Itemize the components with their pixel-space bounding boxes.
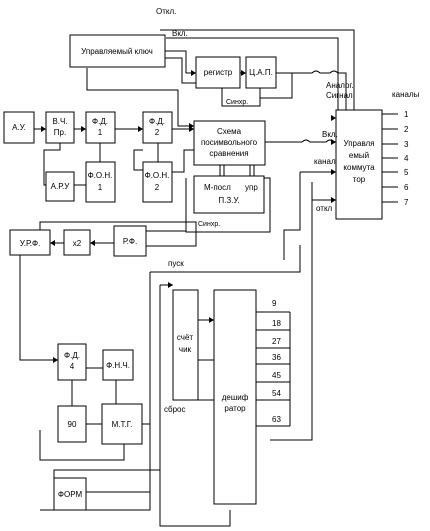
agc-block: А.Р.У (45, 171, 75, 202)
svg-text:2: 2 (155, 128, 160, 137)
label-otkl-bottom: откл (316, 204, 333, 213)
svg-text:Ф.О.Н.: Ф.О.Н. (145, 171, 170, 180)
arrowheads (41, 70, 336, 363)
svg-text:У.Р.Ф.: У.Р.Ф. (20, 239, 41, 248)
svg-text:ФОРМ: ФОРМ (58, 490, 83, 499)
svg-text:П.З.У.: П.З.У. (218, 196, 239, 205)
controlled-switch-block: Управля емый коммута тор (335, 109, 383, 220)
svg-text:Ф.Д.: Ф.Д. (92, 117, 108, 126)
label-pusk: пуск (168, 259, 184, 268)
svg-text:Схема: Схема (217, 127, 242, 136)
svg-text:Ф.Д.: Ф.Д. (149, 117, 165, 126)
channel-number: 2 (404, 125, 409, 134)
decoder-output-numbers: 9 18 27 36 45 54 63 (272, 299, 281, 424)
dac-block: Ц.А.П. (245, 56, 277, 89)
au-block: А.У. (3, 111, 35, 144)
former-block: ФОРМ (53, 477, 87, 511)
register-block: регистр (195, 56, 241, 89)
svg-text:емый: емый (349, 151, 369, 160)
label-otkl-top: Откл. (156, 7, 176, 16)
channel-number: 1 (404, 110, 409, 119)
svg-text:4: 4 (70, 362, 75, 371)
svg-text:упр: упр (245, 183, 258, 192)
label-channels: каналы (392, 90, 420, 99)
svg-text:90: 90 (68, 420, 77, 429)
phase-shift-90-block: 90 (57, 405, 87, 443)
label-analog: Аналог. (326, 81, 354, 90)
label-channel: канал (314, 157, 336, 166)
label-vkl-top: Вкл. (172, 29, 188, 38)
svg-text:сравнения: сравнения (209, 149, 248, 158)
label-sinhr-1: Синхр. (226, 99, 248, 106)
m-sequence-rom-block: М-посл упр П.З.У. (193, 175, 265, 214)
decoder-output: 27 (272, 337, 281, 346)
symbol-comparison-scheme-block: Схема посимвольного сравнения (193, 120, 266, 166)
svg-text:Ц.А.П.: Ц.А.П. (249, 68, 273, 77)
svg-text:Ф.Н.Ч.: Ф.Н.Ч. (106, 361, 130, 370)
label-vkl-mid: Вкл. (322, 130, 338, 139)
decoder-output: 45 (272, 371, 281, 380)
doubler-block: х2 (63, 229, 91, 256)
signal-labels: Откл. Вкл. Синхр. Синхр. Аналог. Сигнал.… (156, 7, 420, 414)
svg-text:Пр.: Пр. (54, 128, 66, 137)
reference-former-2-block: Ф.О.Н. 2 (142, 161, 173, 203)
decoder-block: дешиф ратор (213, 289, 257, 505)
svg-text:Ф.Д.: Ф.Д. (64, 351, 80, 360)
svg-text:1: 1 (98, 183, 103, 192)
channel-number: 7 (404, 198, 409, 207)
channel-numbers: 1 2 3 4 5 6 7 (404, 110, 409, 207)
label-sinhr-2: Синхр. (198, 221, 220, 228)
reference-former-1-block: Ф.О.Н. 1 (85, 161, 116, 203)
label-sbros: сброс (164, 405, 185, 414)
wires (19, 29, 398, 527)
channel-number: 3 (404, 140, 409, 149)
svg-text:Управляемый ключ: Управляемый ключ (81, 47, 153, 56)
decoder-output: 63 (272, 415, 281, 424)
channel-number: 4 (404, 154, 409, 163)
svg-text:М.Т.Г.: М.Т.Г. (112, 420, 133, 429)
svg-text:ратор: ратор (224, 404, 246, 413)
phase-detector-4-block: Ф.Д. 4 (57, 343, 87, 381)
decoder-output: 9 (272, 299, 277, 308)
phase-detector-2-block: Ф.Д. 2 (142, 111, 173, 144)
svg-text:М-посл: М-посл (204, 183, 231, 192)
svg-text:1: 1 (98, 128, 103, 137)
controlled-key-block: Управляемый ключ (69, 34, 166, 68)
label-signal: Сигнал. (326, 91, 355, 100)
mtg-block: М.Т.Г. (101, 403, 143, 445)
svg-text:А.У.: А.У. (12, 123, 26, 132)
svg-text:Ф.О.Н.: Ф.О.Н. (88, 171, 113, 180)
svg-text:чик: чик (179, 345, 192, 354)
svg-text:х2: х2 (73, 239, 82, 248)
decoder-output: 54 (272, 389, 281, 398)
urf-block: У.Р.Ф. (9, 229, 51, 256)
svg-text:Р.Ф.: Р.Ф. (123, 237, 137, 246)
svg-text:В.Ч.: В.Ч. (52, 117, 67, 126)
svg-text:регистр: регистр (204, 68, 233, 77)
phase-detector-1-block: Ф.Д. 1 (85, 111, 116, 144)
svg-text:2: 2 (155, 183, 160, 192)
svg-text:тор: тор (353, 175, 366, 184)
svg-text:Управля: Управля (343, 139, 374, 148)
rf-block: Р.Ф. (113, 225, 147, 257)
decoder-output: 36 (272, 353, 281, 362)
lowpass-filter-block: Ф.Н.Ч. (102, 349, 134, 381)
svg-text:счёт: счёт (177, 333, 194, 342)
svg-text:дешиф: дешиф (222, 393, 249, 402)
svg-text:посимвольного: посимвольного (201, 138, 258, 147)
svg-text:А.Р.У: А.Р.У (51, 182, 71, 191)
counter-block: счёт чик (172, 289, 199, 401)
decoder-output: 18 (272, 319, 281, 328)
svg-text:коммута: коммута (343, 163, 375, 172)
hf-amp-block: В.Ч. Пр. (45, 111, 75, 144)
channel-number: 6 (404, 183, 409, 192)
channel-number: 5 (404, 168, 409, 177)
